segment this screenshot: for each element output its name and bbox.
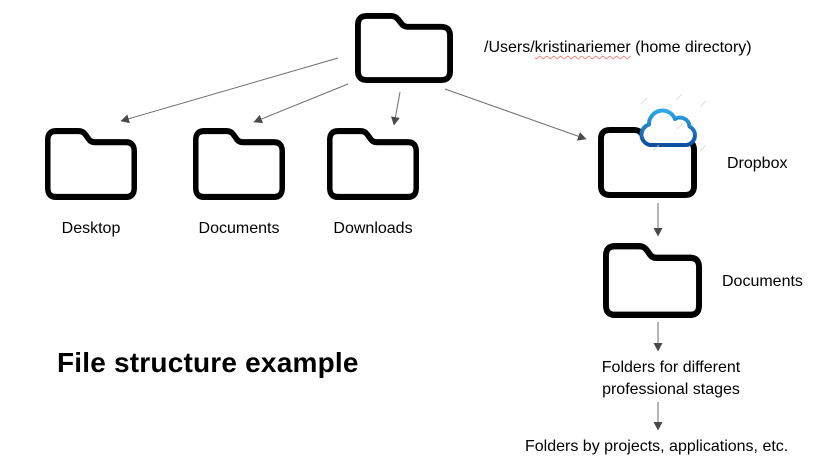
desktop-label: Desktop	[61, 220, 121, 237]
dropbox-documents-label: Documents	[722, 273, 803, 290]
arrow-home-to-documents	[253, 83, 349, 124]
home-path-username: kristinariemer	[534, 39, 631, 56]
dropbox-cloud-icon	[639, 108, 697, 147]
folder-icon	[45, 128, 137, 200]
folder-documents: Documents	[193, 128, 285, 238]
downloads-label: Downloads	[333, 220, 413, 237]
folder-dropbox-documents	[603, 243, 702, 318]
note-projects: Folders by projects, applications, etc.	[525, 438, 789, 455]
arrow-home-to-dropbox	[444, 88, 587, 141]
home-folder	[355, 13, 453, 83]
folder-icon	[603, 243, 702, 318]
folder-desktop: Desktop	[45, 128, 137, 238]
arrow-home-to-desktop	[120, 57, 339, 124]
watermark-tick	[640, 97, 648, 105]
dropbox-label: Dropbox	[727, 155, 788, 172]
folder-icon	[327, 128, 419, 200]
folder-icon	[193, 128, 285, 200]
folder-downloads: Downloads	[327, 128, 419, 238]
home-path-label: /Users/kristinariemer (home directory)	[484, 39, 752, 57]
home-path-prefix: /Users/	[484, 39, 535, 56]
documents-label: Documents	[198, 220, 280, 237]
note-professional-stages-line2: professional stages	[602, 381, 740, 398]
note-professional-stages: Folders for different professional stage…	[561, 357, 781, 401]
arrow-home-to-downloads	[391, 91, 401, 126]
home-path-suffix: (home directory)	[630, 39, 752, 56]
watermark-tick	[675, 93, 683, 101]
slide-title: File structure example	[57, 347, 359, 378]
note-professional-stages-line1: Folders for different	[601, 359, 741, 376]
folder-icon	[355, 13, 453, 83]
